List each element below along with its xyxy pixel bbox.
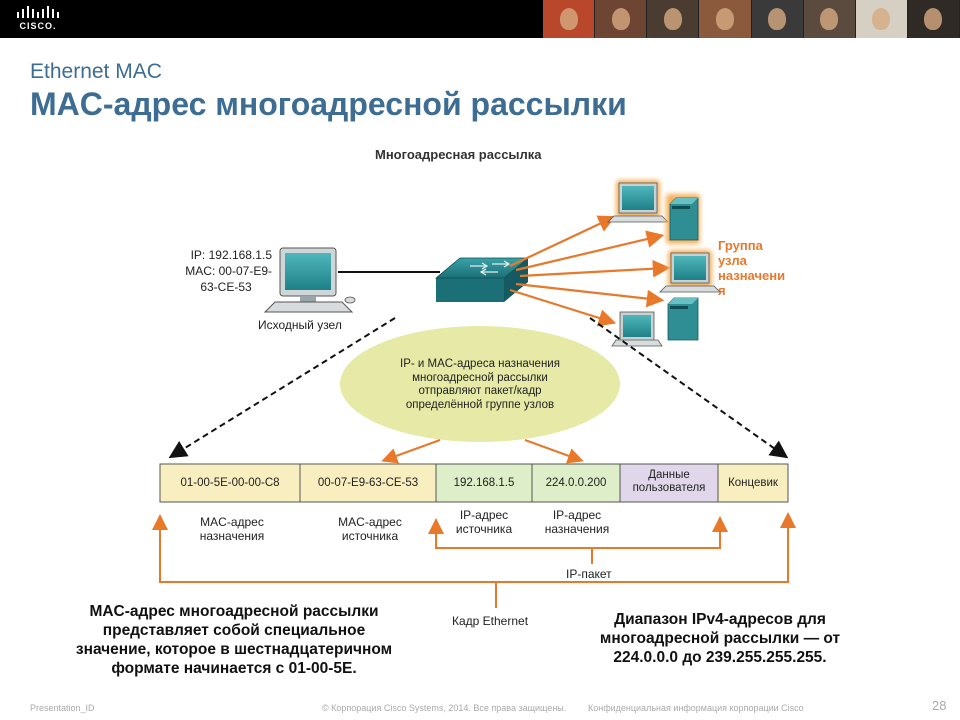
- person-photo-icon: [820, 8, 839, 30]
- field-label-line: назначения: [544, 522, 610, 536]
- note-line: многоадресной рассылки — от: [599, 630, 841, 647]
- frame-cell-src-mac: 00-07-E9-63-CE-53: [317, 477, 419, 489]
- multicast-mac-note: MAC-адрес многоадресной рассылки предста…: [44, 602, 424, 678]
- ellipse-line: отправляют пакет/кадр: [418, 385, 542, 397]
- frame-cell-dest-ip: 224.0.0.200: [545, 477, 607, 489]
- ellipse-line: многоадресной рассылки: [412, 371, 548, 384]
- header-photo-strip: [543, 0, 960, 38]
- header-photo: [907, 0, 960, 38]
- ellipse-text: IP- и MAC-адреса назначения многоадресно…: [370, 358, 590, 412]
- field-label-line: MAC-адрес: [338, 515, 402, 529]
- header-bar: CISCO.: [0, 0, 960, 38]
- ip-packet-label: IP-пакет: [566, 567, 612, 581]
- note-line: MAC-адрес многоадресной рассылки: [89, 603, 379, 620]
- destination-group-label: Группа узла назначени я: [718, 238, 785, 298]
- dest-mac-field-label: MAC-адрес назначения: [182, 515, 282, 543]
- group-label-line: я: [718, 283, 726, 298]
- dest-pc-2-icon: [659, 250, 721, 293]
- header-photo: [699, 0, 752, 38]
- person-photo-icon: [559, 8, 578, 30]
- diagram-heading: Многоадресная рассылка: [375, 147, 542, 162]
- person-photo-icon: [715, 8, 734, 30]
- dest-pc-3-icon: [611, 311, 663, 347]
- person-photo-icon: [872, 8, 891, 30]
- frame-cell-user-data: Данные пользователя: [632, 469, 706, 494]
- ethernet-frame-label: Кадр Ethernet: [452, 614, 529, 628]
- dest-server-2-icon: [667, 297, 699, 341]
- ellipse-line: определённой группе узлов: [405, 398, 555, 411]
- header-photo: [543, 0, 596, 38]
- footer-presentation-id: Presentation_ID: [30, 703, 95, 713]
- src-ip-field-label: IP-адрес источника: [438, 508, 530, 536]
- group-label-line: Группа: [718, 238, 763, 253]
- slide-subtitle: Ethernet MAC: [30, 60, 162, 83]
- frame-cell-src-ip: 192.168.1.5: [453, 477, 515, 489]
- field-label-line: IP-адрес: [552, 508, 602, 522]
- source-mac-label-line2: 63-CE-53: [200, 280, 252, 294]
- header-photo: [751, 0, 804, 38]
- src-mac-field-label: MAC-адрес источника: [320, 515, 420, 543]
- source-host-icon: [263, 247, 356, 313]
- note-line: формате начинается с 01-00-5E.: [111, 660, 357, 677]
- dest-pc-1-icon: [607, 180, 669, 223]
- page-number: 28: [932, 698, 947, 713]
- dest-ip-field-label: IP-адрес назначения: [534, 508, 620, 536]
- note-line: значение, которое в шестнадцатеричном: [75, 641, 393, 658]
- footer-confidential: Конфиденциальная информация корпорации C…: [588, 703, 804, 713]
- source-ip-label: IP: 192.168.1.5: [190, 248, 272, 262]
- header-photo: [855, 0, 908, 38]
- person-photo-icon: [924, 8, 943, 30]
- note-line: 224.0.0.0 до 239.255.255.255.: [613, 649, 827, 666]
- frame-cell-trailer: Концевик: [728, 477, 778, 489]
- field-label-line: источника: [455, 522, 513, 536]
- person-photo-icon: [611, 8, 630, 30]
- logo-text: CISCO.: [19, 21, 57, 31]
- header-photo: [595, 0, 648, 38]
- source-mac-label-line1: MAC: 00-07-E9-: [185, 264, 272, 278]
- person-photo-icon: [768, 8, 787, 30]
- dest-server-1-icon: [666, 194, 700, 244]
- group-label-line: узла: [718, 253, 747, 268]
- field-label-line: MAC-адрес: [200, 515, 264, 529]
- ellipse-line: IP- и MAC-адреса назначения: [400, 358, 560, 370]
- person-photo-icon: [663, 8, 682, 30]
- header-photo: [803, 0, 856, 38]
- frame-cell-dest-mac: 01-00-5E-00-00-C8: [180, 477, 280, 489]
- group-label-line: назначени: [718, 268, 786, 283]
- field-label-line: назначения: [199, 529, 265, 543]
- cisco-logo: CISCO.: [8, 4, 68, 34]
- note-line: представляет собой специальное: [102, 622, 366, 639]
- header-photo: [647, 0, 700, 38]
- field-label-line: источника: [341, 529, 399, 543]
- source-host-label: Исходный узел: [258, 318, 342, 332]
- footer-copyright: © Корпорация Cisco Systems, 2014. Все пр…: [322, 703, 567, 713]
- field-label-line: IP-адрес: [459, 508, 509, 522]
- note-line: Диапазон IPv4-адресов для: [614, 611, 826, 628]
- info-ellipse: [340, 326, 620, 442]
- slide-title: MAC-адрес многоадресной рассылки: [30, 86, 627, 122]
- multicast-ipv4-range-note: Диапазон IPv4-адресов для многоадресной …: [570, 610, 870, 667]
